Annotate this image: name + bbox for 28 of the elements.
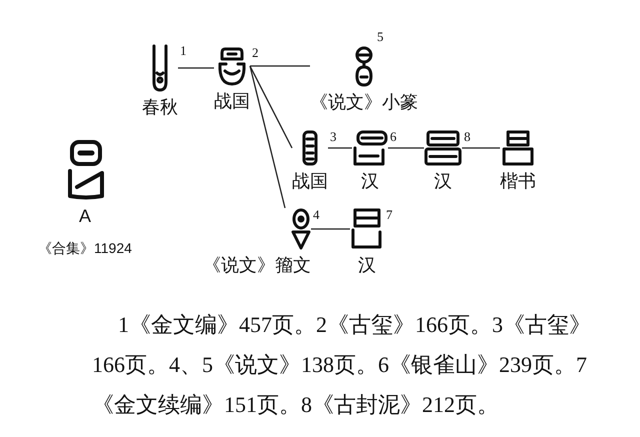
source-number: 7 (386, 208, 392, 222)
connector-line (178, 67, 214, 69)
source-number: 5 (377, 30, 384, 44)
figure-letter: A (79, 205, 92, 227)
script-period-caption: 春秋 (142, 96, 178, 118)
source-number: 6 (390, 130, 396, 144)
source-number: 3 (330, 130, 336, 144)
connector-line (249, 66, 286, 208)
source-number: 8 (464, 130, 470, 144)
script-period-caption: 汉 (434, 170, 452, 192)
connector-line (462, 147, 500, 149)
connector-line (388, 147, 424, 149)
script-period-caption: 《说文》小篆 (310, 91, 418, 113)
connector-line (311, 228, 350, 230)
script-period-caption: 楷书 (500, 170, 536, 192)
connector-line (250, 65, 310, 67)
source-number: 2 (252, 46, 258, 60)
script-period-caption: 《说文》籀文 (203, 254, 311, 276)
script-period-caption: 战国 (292, 170, 328, 192)
source-reference: 《合集》11924 (38, 240, 132, 257)
source-notes: 1《金文编》457页。2《古玺》166页。3《古玺》166页。4、5《说文》138页。6《银雀山》239页。7《金文续编》151页。8《古封泥》212页。 (92, 311, 592, 419)
script-period-caption: 战国 (214, 90, 250, 112)
source-number: 4 (313, 208, 320, 222)
connector-line (328, 147, 352, 149)
script-period-caption: 汉 (358, 254, 376, 276)
script-period-caption: 汉 (361, 170, 379, 192)
connector-line (249, 66, 293, 148)
source-number: 1 (180, 44, 186, 58)
